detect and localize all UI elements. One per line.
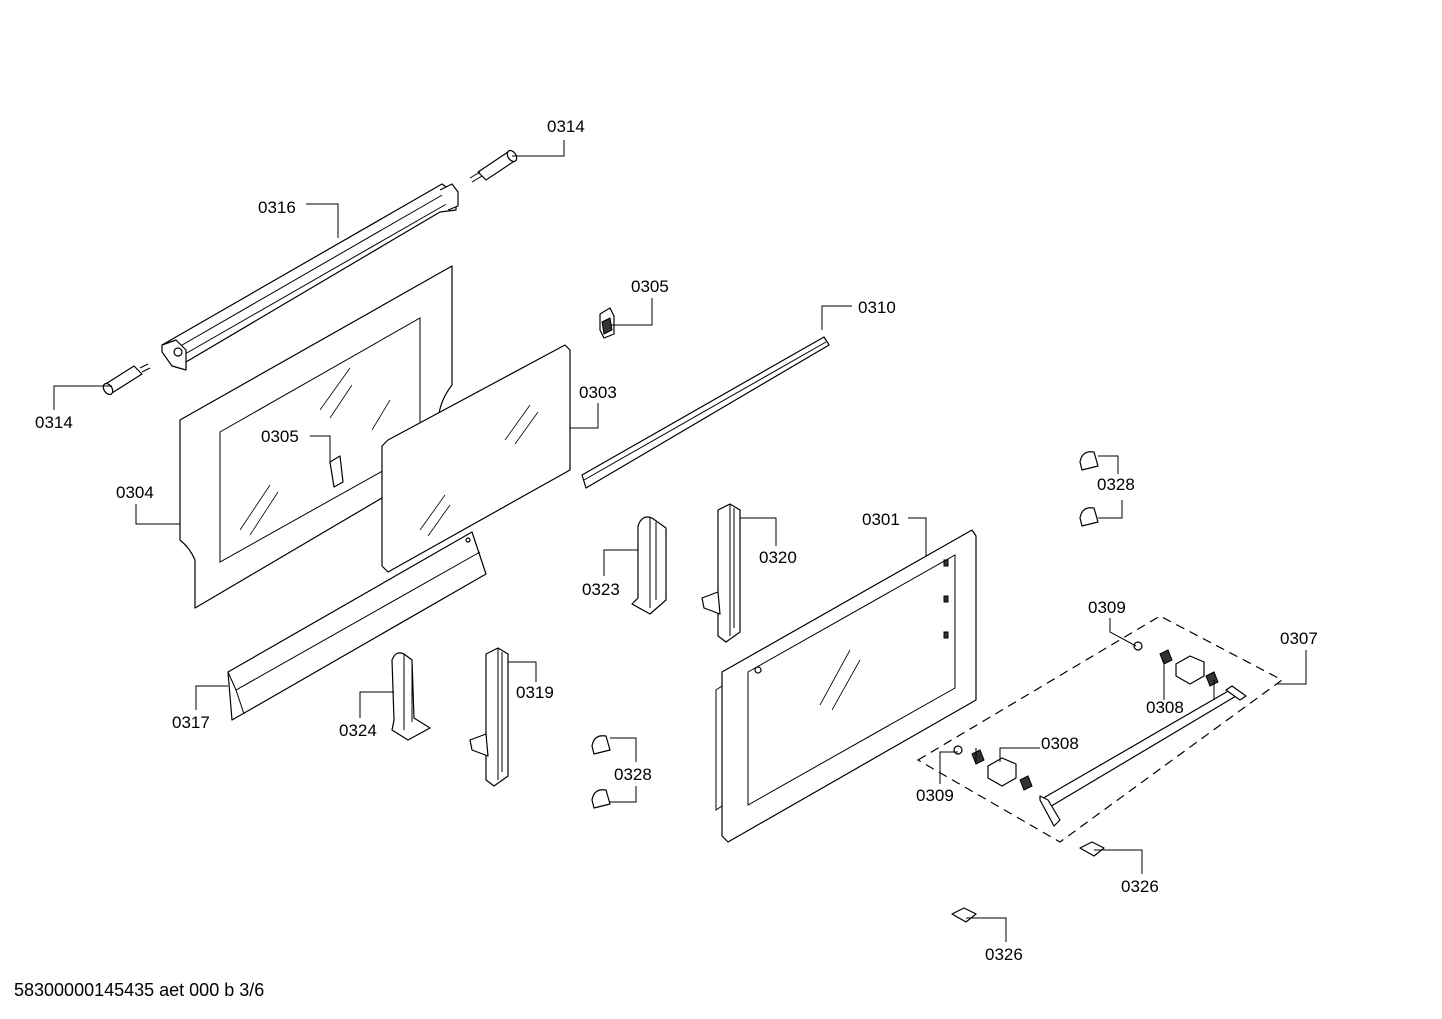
part-0310-gasket-strip bbox=[581, 336, 830, 489]
callout-labels: 0314 0316 0305 0310 0314 0303 0305 0304 … bbox=[35, 117, 1318, 964]
callout-0308-right: 0308 bbox=[1146, 698, 1184, 717]
document-id: 58300000145435 aet 000 b 3/6 bbox=[14, 980, 265, 1000]
callout-0304: 0304 bbox=[116, 483, 154, 502]
callout-0319: 0319 bbox=[516, 683, 554, 702]
callout-0307: 0307 bbox=[1280, 629, 1318, 648]
part-0301-outer-door-glass bbox=[715, 529, 977, 843]
callout-0328-upper: 0328 bbox=[1097, 475, 1135, 494]
callout-0323: 0323 bbox=[582, 580, 620, 599]
callout-0314-top: 0314 bbox=[547, 117, 585, 136]
callout-0303: 0303 bbox=[579, 383, 617, 402]
callout-0326-bottom: 0326 bbox=[985, 945, 1023, 964]
part-0320-hinge bbox=[701, 503, 741, 643]
part-0305-clip-top bbox=[599, 307, 615, 339]
callout-0316: 0316 bbox=[258, 198, 296, 217]
leader-lines bbox=[53, 140, 1307, 942]
callout-0317: 0317 bbox=[172, 713, 210, 732]
part-0324-hinge-bracket bbox=[391, 652, 431, 741]
callout-0320: 0320 bbox=[759, 548, 797, 567]
part-0317-bottom-rail bbox=[227, 531, 487, 721]
part-0303-middle-glass-panel bbox=[381, 344, 571, 573]
part-0314-top-pin bbox=[469, 149, 518, 183]
callout-0310: 0310 bbox=[858, 298, 896, 317]
callout-0305-left: 0305 bbox=[261, 427, 299, 446]
part-0323-hinge-bracket bbox=[631, 516, 667, 615]
callout-0309-lower: 0309 bbox=[916, 786, 954, 805]
callout-0309-upper: 0309 bbox=[1088, 598, 1126, 617]
callout-0301: 0301 bbox=[862, 510, 900, 529]
part-0314-left-pin bbox=[102, 363, 151, 396]
part-0307-handle-kit bbox=[916, 615, 1284, 843]
callout-0328-lower: 0328 bbox=[614, 765, 652, 784]
part-0326-clips bbox=[951, 841, 1105, 923]
part-0319-hinge bbox=[469, 647, 509, 787]
part-0328-caps-lower bbox=[591, 735, 611, 809]
part-0305-clip-left bbox=[329, 455, 344, 488]
callout-0324: 0324 bbox=[339, 721, 377, 740]
part-0328-caps-upper bbox=[1079, 451, 1099, 527]
part-0316-top-rail bbox=[161, 183, 459, 371]
callout-0305-top: 0305 bbox=[631, 277, 669, 296]
callout-0326-right: 0326 bbox=[1121, 877, 1159, 896]
callout-0308-left: 0308 bbox=[1041, 734, 1079, 753]
callout-0314-left: 0314 bbox=[35, 413, 73, 432]
